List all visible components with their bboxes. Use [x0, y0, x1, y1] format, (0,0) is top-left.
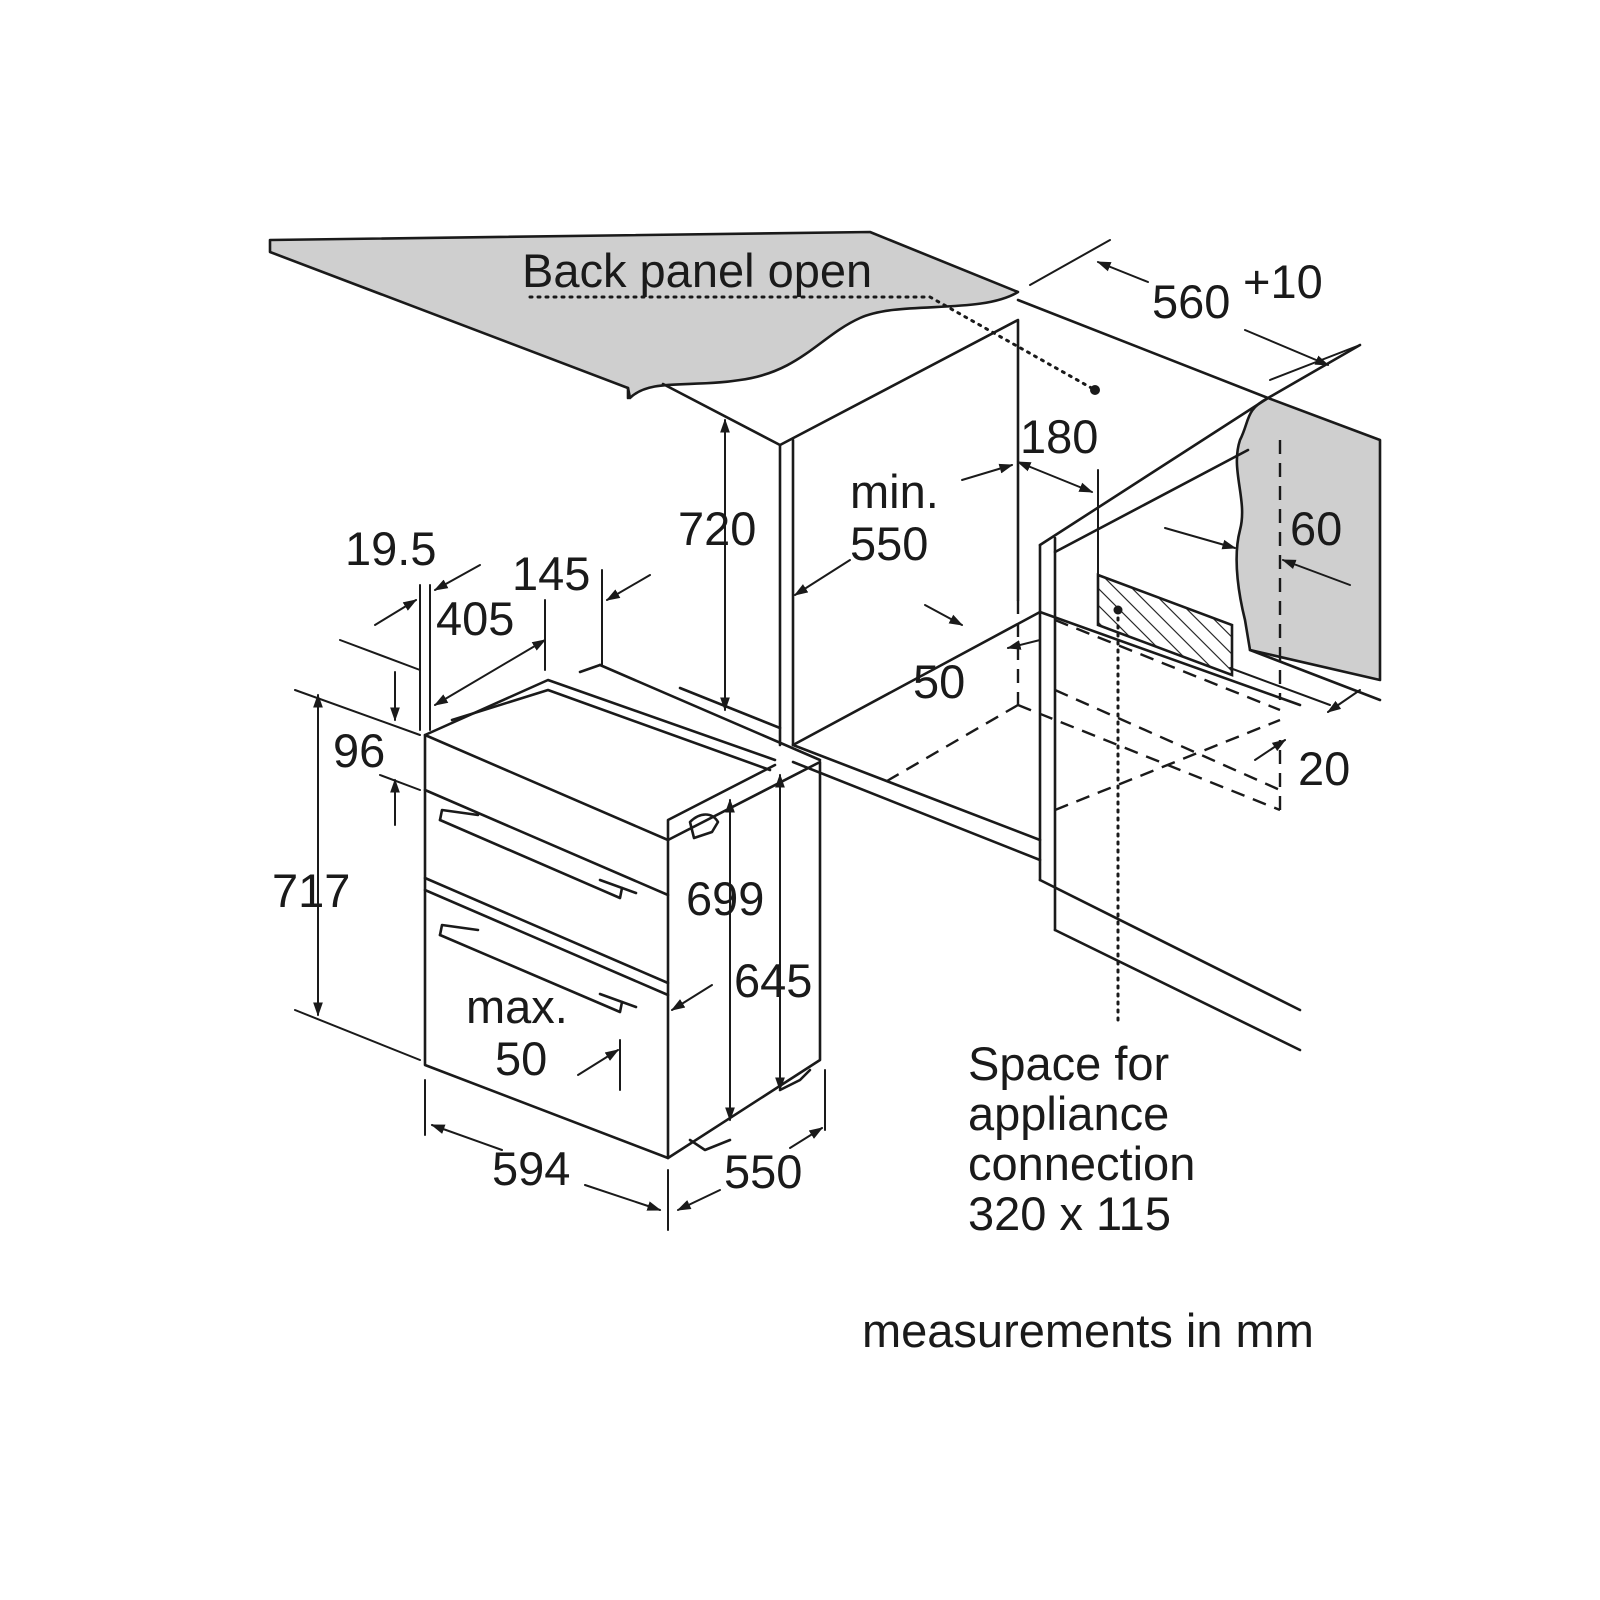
- connection-area: [1096, 469, 1234, 1022]
- connection-line-3: connection: [968, 1137, 1195, 1190]
- max-50-label: 50: [495, 1032, 547, 1085]
- gap-180-label: 180: [1020, 410, 1098, 463]
- back-panel-leader: [528, 295, 1100, 395]
- units-note: measurements in mm: [862, 1304, 1314, 1357]
- panel-96-label: 96: [333, 724, 385, 777]
- connection-line-4: 320 x 115: [968, 1187, 1171, 1240]
- back-panel-label: Back panel open: [522, 244, 872, 297]
- front-19-5-label: 19.5: [345, 522, 436, 575]
- niche-width-label: 560: [1152, 275, 1230, 328]
- width-594-label: 594: [492, 1142, 570, 1195]
- side-60-label: 60: [1290, 502, 1342, 555]
- body-645-label: 645: [734, 954, 812, 1007]
- niche-height-label: 720: [678, 502, 756, 555]
- rear-20-label: 20: [1298, 742, 1350, 795]
- min-label: min.: [850, 465, 939, 518]
- cabinet-niche: [661, 298, 1362, 1052]
- max-label: max.: [466, 980, 568, 1033]
- top-405-label: 405: [436, 592, 514, 645]
- niche-width-tolerance-label: +10: [1243, 255, 1323, 308]
- body-699-label: 699: [686, 872, 764, 925]
- floor-50-label: 50: [913, 655, 965, 708]
- connection-line-1: Space for: [968, 1037, 1169, 1090]
- connection-line-2: appliance: [968, 1087, 1169, 1140]
- oven: [423, 663, 822, 1160]
- overall-717-label: 717: [272, 864, 350, 917]
- worktop-right: [1235, 396, 1382, 702]
- depth-550-label: 550: [724, 1145, 802, 1198]
- worktop-left: [268, 230, 1020, 400]
- top-145-label: 145: [512, 547, 590, 600]
- dimension-lines: [294, 239, 1361, 1231]
- min-550-label: 550: [850, 517, 928, 570]
